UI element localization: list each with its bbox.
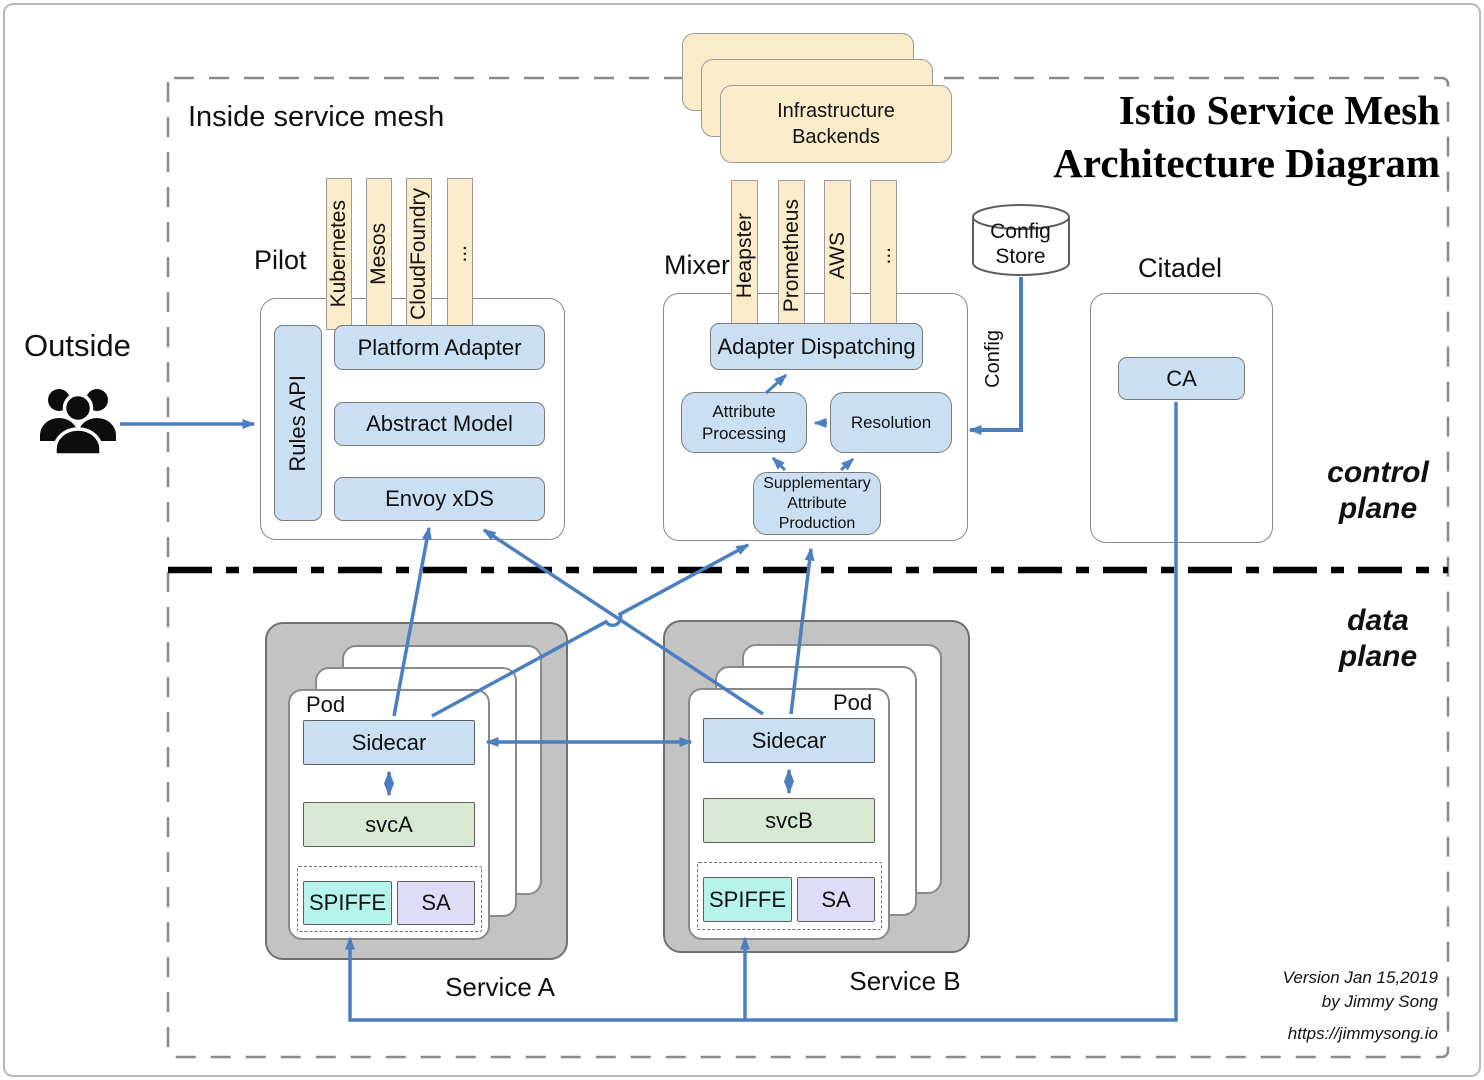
platform-adapter-node: Platform Adapter: [334, 325, 545, 370]
abstract-model-node: Abstract Model: [334, 402, 545, 446]
service-b-label: Service B: [849, 966, 961, 996]
attribute-processing-node: Attribute Processing: [681, 392, 807, 453]
title-line-2: Architecture Diagram: [1053, 140, 1440, 186]
spiffe-a-node: SPIFFE: [303, 881, 392, 925]
ca-node: CA: [1118, 357, 1245, 400]
image-frame: [3, 3, 1481, 1077]
site-url: https://jimmysong.io: [1287, 1024, 1438, 1043]
outside-label: Outside: [24, 328, 131, 363]
platform-bar-label: Kubernetes: [327, 200, 350, 308]
sa-b-node: SA: [797, 877, 875, 922]
title-line-1: Istio Service Mesh: [1118, 87, 1440, 133]
adapter-dispatching-node: Adapter Dispatching: [710, 323, 923, 370]
backend-bar: AWS: [824, 180, 851, 332]
platform-bar: ...: [447, 178, 473, 330]
backend-bar-label: Heapster: [732, 213, 756, 299]
platform-bar-label: CloudFoundry: [407, 188, 430, 320]
pod-a-label: Pod: [306, 692, 346, 717]
config-store-label: Config Store: [990, 219, 1051, 268]
diagram-title: Istio Service Mesh Architecture Diagram: [1053, 84, 1440, 190]
config-edge-label: Config: [982, 330, 1004, 388]
rules-api-label: Rules API: [285, 374, 310, 472]
mixer-label: Mixer: [664, 250, 730, 280]
control-plane-line2: plane: [1338, 492, 1418, 525]
svca-node: svcA: [303, 802, 475, 847]
envoy-xds-node: Envoy xDS: [334, 477, 545, 521]
backend-bar: Heapster: [731, 180, 758, 332]
platform-bar: Kubernetes: [326, 178, 352, 330]
resolution-node: Resolution: [830, 392, 952, 453]
supplementary-attribute-node: Supplementary Attribute Production: [753, 472, 881, 535]
platform-bar-label: Mesos: [367, 223, 390, 285]
version-credit: Version Jan 15,2019 by Jimmy Song: [1283, 966, 1438, 1014]
backend-bar-label: AWS: [825, 232, 849, 280]
sidecar-b-node: Sidecar: [703, 718, 875, 763]
spiffe-b-node: SPIFFE: [703, 877, 792, 922]
backend-bar: Prometheus: [778, 180, 805, 332]
sidecar-a-node: Sidecar: [303, 720, 475, 765]
backend-bar: ...: [870, 180, 897, 332]
svcb-node: svcB: [703, 798, 875, 843]
version-line: Version Jan 15,2019: [1282, 968, 1438, 987]
sa-a-node: SA: [397, 881, 475, 925]
author-line: by Jimmy Song: [1321, 992, 1438, 1011]
platform-bar: CloudFoundry: [406, 178, 432, 330]
platform-bar-label: ...: [448, 245, 471, 263]
rules-api-node: Rules API: [274, 325, 322, 521]
pilot-label: Pilot: [254, 245, 307, 275]
data-plane-line1: data: [1347, 604, 1409, 637]
data-plane-label: data plane: [1313, 603, 1443, 675]
infra-backends-card: Infrastructure Backends: [720, 85, 952, 163]
citadel-box: [1090, 293, 1273, 543]
inside-mesh-label: Inside service mesh: [188, 101, 445, 133]
backend-bar-label: Prometheus: [779, 199, 803, 313]
backend-bar-label: ...: [871, 247, 895, 265]
pod-b-label: Pod: [833, 690, 873, 715]
citadel-label: Citadel: [1138, 253, 1223, 283]
service-a-label: Service A: [445, 972, 555, 1002]
data-plane-line2: plane: [1338, 640, 1418, 673]
platform-bar: Mesos: [366, 178, 392, 330]
control-plane-label: control plane: [1313, 455, 1443, 527]
control-plane-line1: control: [1327, 456, 1429, 489]
